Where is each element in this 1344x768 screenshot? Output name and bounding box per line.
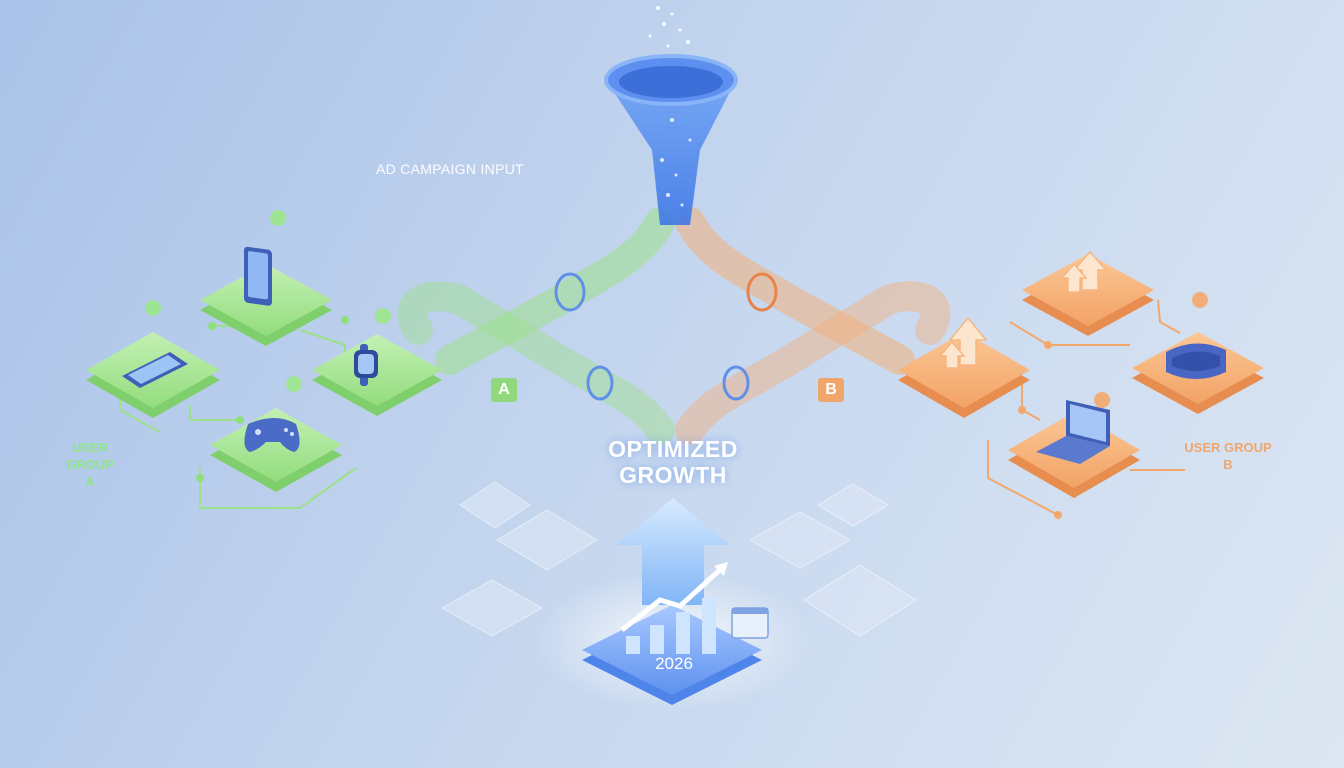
growth-arrows-icon [938, 250, 1108, 369]
group-a-nodes [196, 316, 349, 482]
pipe-rings [554, 272, 778, 401]
branch-b-badge: B [818, 378, 844, 402]
funnel [604, 6, 738, 225]
user-group-b-line1: USER GROUP [1184, 440, 1272, 455]
vr-headset-icon [1166, 343, 1226, 379]
up-arrow-icon [616, 498, 730, 605]
floating-tokens-b [1094, 292, 1208, 408]
pipe-group-a [397, 207, 675, 445]
laptop-icon [1036, 400, 1110, 464]
user-group-b-label: USER GROUP B [1180, 439, 1276, 473]
tile-controller [210, 408, 342, 492]
trend-line-icon [620, 566, 724, 632]
optimized-growth-label: OPTIMIZED GROWTH [560, 436, 786, 488]
group-b-nodes [1018, 341, 1062, 519]
calendar-icon [731, 607, 769, 639]
phone-icon [244, 246, 272, 306]
user-group-a-label: USER GROUP A [50, 439, 130, 490]
game-controller-icon [244, 418, 300, 452]
user-group-a-line2: A [85, 474, 95, 489]
optimized-growth-line1: OPTIMIZED [608, 436, 738, 462]
outcome-block [532, 498, 812, 710]
user-group-b-line2: B [1223, 457, 1233, 472]
floating-tokens-a [145, 210, 391, 392]
user-group-a-line1: USER GROUP [66, 440, 114, 472]
year-label: 2026 [655, 654, 693, 673]
pipe-group-b [675, 207, 951, 445]
bar-chart-icon [626, 598, 716, 654]
tile-arrows-left [898, 332, 1030, 418]
tablet-icon [122, 352, 188, 388]
optimized-growth-line2: GROWTH [619, 462, 727, 488]
background-tiles [440, 481, 917, 637]
smartwatch-icon [354, 344, 378, 386]
branch-a-badge: A [491, 378, 517, 402]
ad-campaign-input-label: AD CAMPAIGN INPUT [376, 161, 524, 177]
